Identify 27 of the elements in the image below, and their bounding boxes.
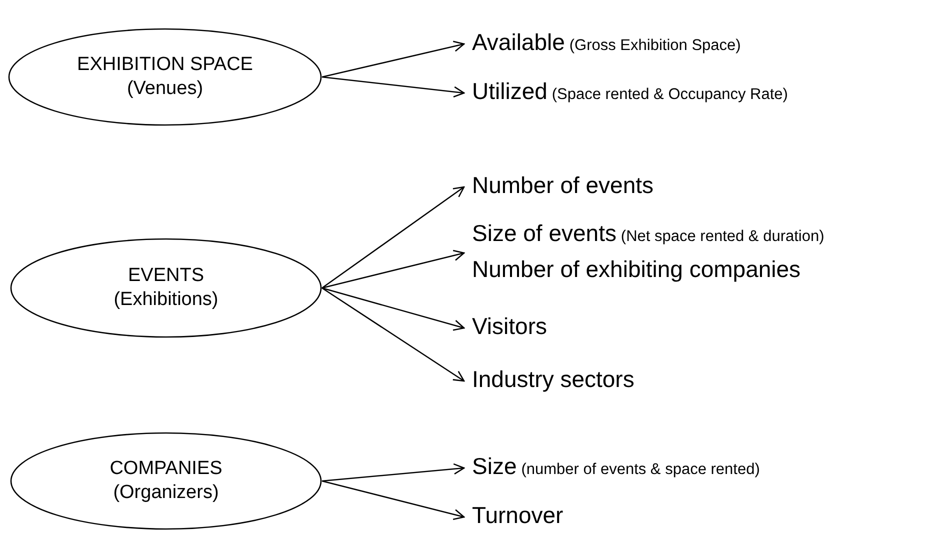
- arrow: [322, 287, 465, 331]
- metric-label: Visitors: [472, 313, 547, 339]
- arrow: [322, 40, 465, 78]
- metric-label: Number of exhibiting companies: [472, 256, 801, 282]
- arrow: [322, 76, 465, 98]
- metric-label: Available: [472, 29, 565, 55]
- arrow: [322, 463, 465, 482]
- category-label: EVENTS: [128, 264, 204, 288]
- arrow: [322, 480, 465, 520]
- category-label: (Organizers): [113, 481, 219, 505]
- metric-label: Utilized: [472, 78, 548, 104]
- metric-label: Size: [472, 453, 517, 479]
- metric-label: Industry sectors: [472, 366, 634, 392]
- arrow: [322, 186, 465, 289]
- category-label: (Exhibitions): [114, 288, 218, 312]
- metric-note: (number of events & space rented): [521, 461, 760, 478]
- arrow: [322, 250, 465, 289]
- category-label: COMPANIES: [110, 457, 222, 481]
- metric-label: Turnover: [472, 502, 564, 528]
- category-label: (Venues): [126, 77, 204, 101]
- metric-note: (Gross Exhibition Space): [569, 37, 741, 54]
- arrow: [322, 287, 465, 382]
- category-label: EXHIBITION SPACE: [77, 53, 253, 77]
- metric-note: (Space rented & Occupancy Rate): [552, 86, 788, 103]
- metric-note: (Net space rented & duration): [620, 228, 824, 245]
- metric-label: Number of events: [472, 172, 654, 198]
- metric-label: Size of events: [472, 220, 616, 246]
